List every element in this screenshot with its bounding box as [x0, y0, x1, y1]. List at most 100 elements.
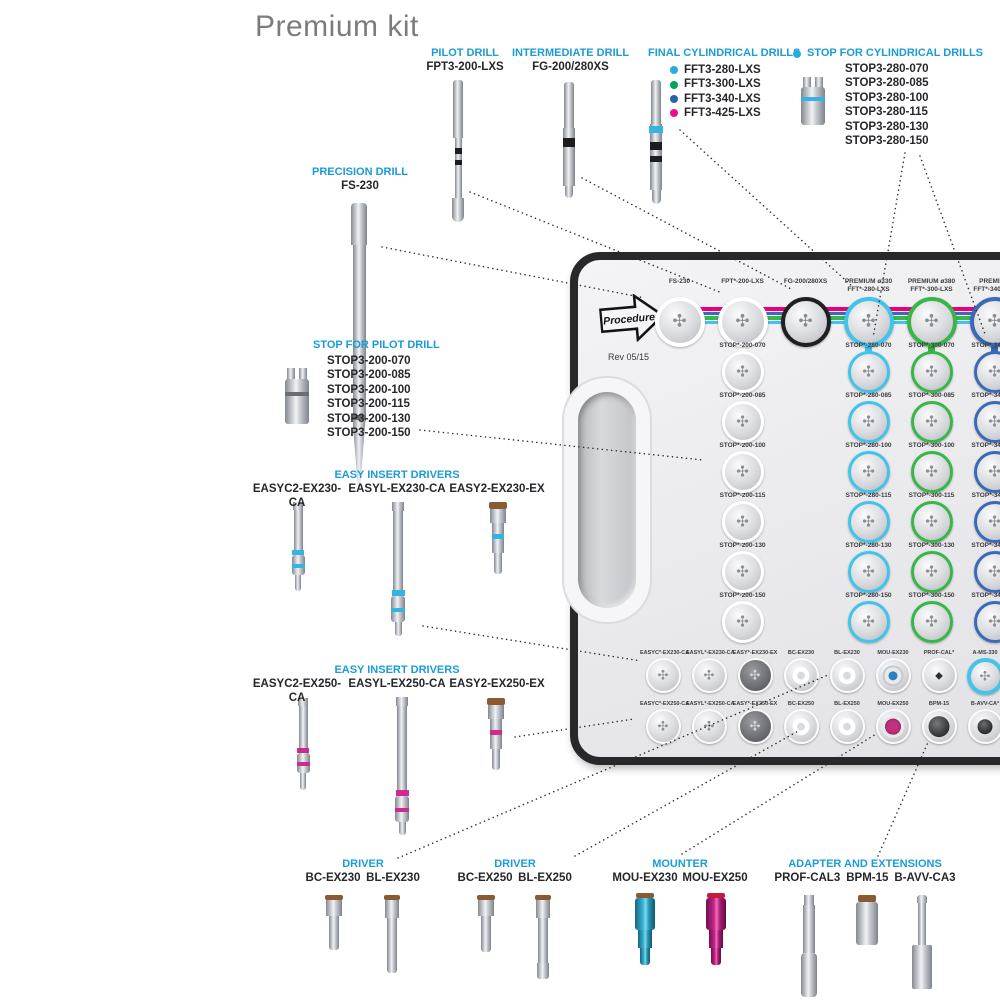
- part-number: STOP3-200-130: [327, 412, 411, 425]
- tray-hole-label: BL-EX250: [834, 701, 860, 707]
- tray-hole[interactable]: [737, 709, 773, 744]
- tray-hole[interactable]: [969, 297, 1000, 347]
- tray-hole-label: FPT*-200-LXS: [721, 278, 764, 285]
- tray-hole[interactable]: [973, 351, 1000, 393]
- tray-hole[interactable]: [847, 501, 890, 543]
- tray-hole[interactable]: [645, 709, 681, 744]
- part-number: BL-EX230: [366, 872, 420, 884]
- tray-hole-label: STOP*-300-070: [908, 342, 955, 349]
- tray-hole[interactable]: [966, 658, 1000, 695]
- tray-hole-label: STOP*-340-130: [971, 542, 1000, 549]
- tray-hole-label: PREMIUM ø330 FFT*-280-LXS: [844, 278, 893, 293]
- tray-hole-label: STOP*-200-130: [719, 542, 766, 549]
- bl-ex250-image: [533, 895, 553, 979]
- tray-hole-label: STOP*-300-085: [908, 392, 955, 399]
- tray-accessory-slot: MOU-EX230: [870, 650, 916, 695]
- tray-hole[interactable]: [645, 658, 681, 693]
- tray-hole[interactable]: [783, 709, 819, 744]
- tray-stop-slot: STOP*-340-150: [963, 592, 1000, 643]
- part-number: STOP3-280-150: [845, 135, 929, 148]
- tray-hole[interactable]: [973, 451, 1000, 493]
- tray-hole[interactable]: [973, 601, 1000, 643]
- tray-hole[interactable]: [721, 401, 764, 443]
- tray-hole[interactable]: [847, 401, 890, 443]
- tray-hole[interactable]: [721, 351, 764, 393]
- tray-accessory-slot: MOU-EX250: [870, 701, 916, 744]
- tray-hole[interactable]: [691, 658, 727, 693]
- tray-hole[interactable]: [721, 601, 764, 643]
- tray-hole[interactable]: [717, 297, 768, 347]
- part-number: MOU-EX230: [612, 872, 678, 884]
- easy2-ex230-ex-image: [488, 502, 508, 574]
- tray-hole[interactable]: [721, 451, 764, 493]
- tray-hole[interactable]: [967, 709, 1000, 744]
- procedure-arrow: Procedure: [598, 293, 665, 343]
- tray-hole[interactable]: [910, 351, 953, 393]
- tray-stop-slot: STOP*-300-085: [900, 392, 963, 443]
- tray-hole[interactable]: [654, 297, 705, 347]
- tray-stop-slot: STOP*-300-150: [900, 592, 963, 643]
- tray-hole[interactable]: [973, 401, 1000, 443]
- part-number: STOP3-280-070: [845, 63, 929, 75]
- tray-hole[interactable]: [780, 297, 831, 347]
- part-number: STOP3-200-070: [327, 355, 411, 367]
- tray-hole-label: STOP*-280-085: [845, 392, 892, 399]
- tray-hole[interactable]: [921, 709, 957, 744]
- part-number: FPT3-200-LXS: [426, 61, 504, 73]
- tray-hole-label: STOP*-200-100: [719, 442, 766, 449]
- part-number: FFT3-425-LXS: [684, 107, 761, 120]
- prof-cal3-image: [799, 895, 819, 997]
- tray-hole[interactable]: [691, 709, 727, 744]
- tray-accessory-slot: PROF-CAL*: [916, 650, 962, 695]
- tray-stop-slot: STOP*-200-115: [711, 492, 774, 543]
- section-header: ADAPTER AND EXTENSIONS: [788, 858, 942, 870]
- tray-hole[interactable]: [847, 551, 890, 593]
- tray-hole[interactable]: [910, 601, 953, 643]
- tray-hole-label: STOP*-340-070: [971, 342, 1000, 349]
- tray-hole[interactable]: [721, 551, 764, 593]
- tray-hole[interactable]: [910, 501, 953, 543]
- part-number: EASYC2-EX250-CA: [252, 678, 342, 704]
- tray-hole[interactable]: [847, 601, 890, 643]
- tray-stop-slot: STOP*-340-085: [963, 392, 1000, 443]
- tray-stop-slot: STOP*-340-115: [963, 492, 1000, 543]
- kit-tray: Procedure Rev 05/15 FS-230 FPT*-200-LXS …: [564, 252, 1000, 765]
- tray-hole[interactable]: [783, 658, 819, 693]
- bl-ex230-image: [382, 895, 402, 973]
- tray-hole[interactable]: [910, 451, 953, 493]
- easyl-ex230-image: [389, 502, 407, 636]
- tray-accessory-slot: BL-EX250: [824, 701, 870, 744]
- tray-hole[interactable]: [921, 658, 957, 693]
- tray-accessory-slot: BL-EX230: [824, 650, 870, 695]
- pilot-drill-image: [450, 80, 466, 222]
- part-number: STOP3-200-100: [327, 383, 411, 396]
- tray-hole[interactable]: [906, 297, 957, 347]
- tray-hole-label: FS-230: [668, 278, 691, 285]
- tray-hole[interactable]: [737, 658, 773, 693]
- tray-hole[interactable]: [973, 551, 1000, 593]
- section-pilot-drill: PILOT DRILL FPT3-200-LXS: [400, 47, 530, 74]
- procedure-color-stripes: [684, 307, 1000, 325]
- tray-hole[interactable]: [875, 709, 911, 744]
- tray-hole[interactable]: [847, 351, 890, 393]
- tray-hole[interactable]: [973, 501, 1000, 543]
- tray-hole[interactable]: [847, 451, 890, 493]
- tray-hole[interactable]: [829, 658, 865, 693]
- color-bullet-icon: [670, 66, 678, 75]
- tray-hole[interactable]: [910, 551, 953, 593]
- tray-hole-label: A-MS-330: [972, 650, 998, 656]
- tray-hole[interactable]: [910, 401, 953, 443]
- tray-hole[interactable]: [829, 709, 865, 744]
- tray-stop-slot: STOP*-300-115: [900, 492, 963, 543]
- tray-hole[interactable]: [843, 297, 894, 347]
- part-number: MOU-EX250: [682, 872, 748, 884]
- tray-hole-label: EASYC*-EX250-CA: [640, 701, 690, 707]
- section-header: INTERMEDIATE DRILL: [511, 47, 630, 59]
- tray-hole[interactable]: [875, 658, 911, 693]
- tray-hole[interactable]: [721, 501, 764, 543]
- tray-hole-label: BL-EX230: [834, 650, 860, 656]
- part-number: STOP3-280-085: [845, 77, 929, 90]
- section-header: STOP FOR PILOT DRILL: [313, 339, 440, 351]
- page-title: Premium kit: [255, 10, 419, 43]
- part-number: FG-200/280XS: [532, 61, 609, 73]
